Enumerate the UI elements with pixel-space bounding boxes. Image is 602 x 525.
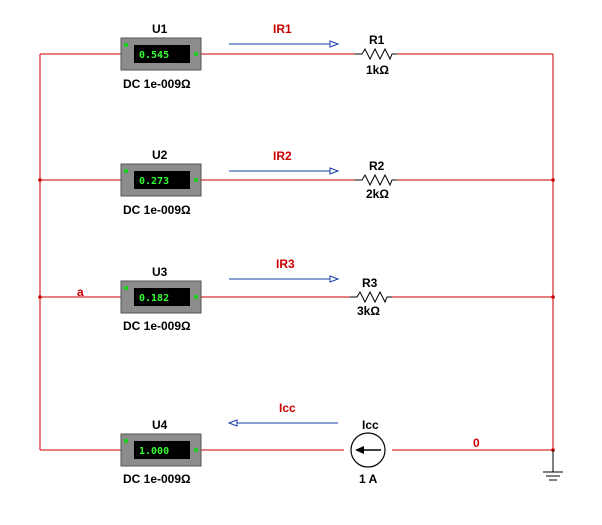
meter-name: U1 (152, 22, 168, 36)
plus-terminal-icon (124, 169, 128, 173)
meter-mode: DC 1e-009Ω (123, 472, 191, 486)
current-label: IR3 (276, 257, 295, 271)
meter-lcd (134, 45, 190, 63)
meter-u1[interactable]: U1 0.545 DC 1e-009Ω (120, 22, 202, 91)
resistor-zigzag-icon (355, 47, 397, 61)
wires (39, 53, 554, 451)
current-label: Icc (279, 401, 296, 415)
plus-terminal-icon (124, 43, 128, 47)
plus-terminal-icon (124, 286, 128, 290)
resistor-r3[interactable]: R3 3kΩ (350, 276, 392, 318)
meter-reading: 0.182 (139, 293, 169, 304)
meter-lcd (134, 441, 190, 459)
meter-lcd (134, 171, 190, 189)
resistor-zigzag-icon (350, 290, 392, 304)
junction-dot (38, 295, 42, 299)
minus-terminal-icon (194, 295, 198, 299)
meter-u4[interactable]: U4 1.000 DC 1e-009Ω (120, 418, 202, 486)
resistor-r1[interactable]: R1 1kΩ (355, 33, 397, 77)
meter-mode: DC 1e-009Ω (123, 319, 191, 333)
source-value: 1 A (359, 472, 378, 486)
meter-reading: 0.545 (139, 50, 169, 61)
junction-dot (551, 178, 555, 182)
ground-icon (543, 450, 563, 481)
resistor-value: 3kΩ (357, 304, 380, 318)
meter-name: U3 (152, 265, 168, 279)
resistor-zigzag-icon (355, 173, 397, 187)
resistor-name: R2 (369, 159, 385, 173)
resistor-name: R1 (369, 33, 385, 47)
current-ir2: IR2 (229, 149, 340, 175)
minus-terminal-icon (194, 178, 198, 182)
resistor-r2[interactable]: R2 2kΩ (355, 159, 397, 201)
plus-terminal-icon (124, 439, 128, 443)
current-source-icc[interactable]: Icc 1 A (350, 418, 386, 486)
junction-dot (551, 295, 555, 299)
current-icc: Icc (227, 401, 338, 427)
node-label-a: a (77, 285, 84, 299)
resistor-value: 2kΩ (366, 187, 389, 201)
junctions (38, 178, 555, 452)
node-label-0: 0 (473, 436, 480, 450)
meter-reading: 1.000 (139, 446, 169, 457)
resistor-name: R3 (362, 276, 378, 290)
minus-terminal-icon (194, 448, 198, 452)
arrow-right-icon (329, 275, 340, 283)
source-arrow-head-icon (355, 446, 364, 454)
minus-terminal-icon (194, 52, 198, 56)
meter-reading: 0.273 (139, 176, 169, 187)
arrow-left-icon (227, 419, 238, 427)
source-name: Icc (362, 418, 379, 432)
meter-u3[interactable]: U3 0.182 DC 1e-009Ω (120, 265, 202, 333)
meter-name: U4 (152, 418, 168, 432)
current-label: IR1 (273, 22, 292, 36)
current-ir3: IR3 (229, 257, 340, 283)
arrow-right-icon (329, 167, 340, 175)
meter-lcd (134, 288, 190, 306)
meter-u2[interactable]: U2 0.273 DC 1e-009Ω (120, 148, 202, 217)
current-label: IR2 (273, 149, 292, 163)
arrow-right-icon (329, 40, 340, 48)
resistor-value: 1kΩ (366, 63, 389, 77)
meter-mode: DC 1e-009Ω (123, 203, 191, 217)
junction-dot (38, 178, 42, 182)
current-ir1: IR1 (229, 22, 340, 48)
meter-name: U2 (152, 148, 168, 162)
meter-mode: DC 1e-009Ω (123, 77, 191, 91)
